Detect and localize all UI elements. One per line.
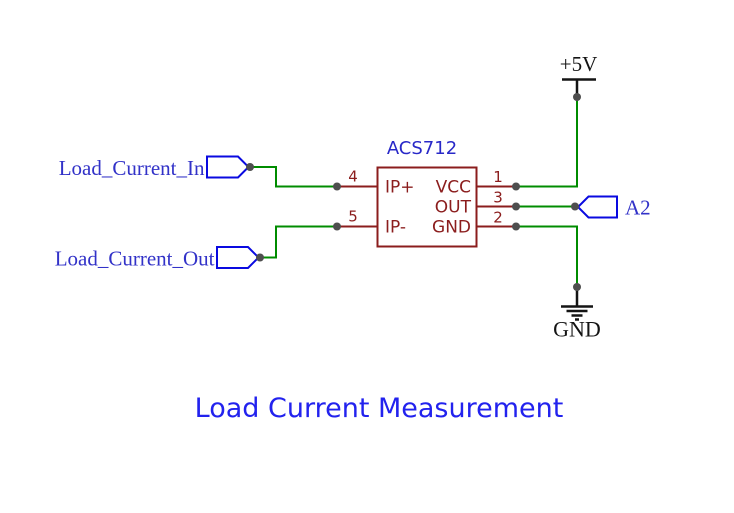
net-label-load-in-text[interactable]: Load_Current_In [59,156,205,180]
net-label-a2-shape[interactable] [576,195,618,219]
net-label-load-out-shape[interactable] [216,246,260,269]
pin-1-number: 1 [493,168,503,186]
net-label-a2-text[interactable]: A2 [625,196,651,220]
junction-dot [573,283,581,291]
pin-5-number: 5 [348,208,358,226]
net-label-load-current-in[interactable]: Load_Current_In [59,155,250,180]
wire-load-in-to-pin4[interactable] [250,166,337,188]
junction-dot [512,202,520,211]
junction-dot [333,182,341,191]
sheet-title[interactable]: Load Current Measurement [195,393,564,424]
junction-dot [573,93,581,101]
pin-4-number: 4 [348,168,358,186]
pin-ip-minus-name: IP- [385,218,406,238]
junction-dot [512,182,520,191]
wire-pin1-to-5v[interactable] [516,97,578,188]
net-label-load-out-text[interactable]: Load_Current_Out [55,247,215,271]
pin-ip-plus-name: IP+ [385,178,415,198]
junction-dots [246,93,581,291]
wire-load-out-to-pin5[interactable] [260,225,337,259]
junction-dot [246,163,254,171]
junction-dot [571,202,579,211]
wire-pin2-to-gnd[interactable] [516,225,578,288]
component-body[interactable] [376,166,478,248]
component-acs712[interactable]: ACS712 4 5 1 3 2 IP+ IP- VCC OUT GND [337,138,516,248]
junction-dot [512,222,520,231]
net-label-a2[interactable]: A2 [576,195,651,220]
net-label-load-in-shape[interactable] [206,155,250,179]
pin-gnd-name: GND [432,218,471,238]
pin-out-name: OUT [435,198,472,218]
power-5v-label[interactable]: +5V [560,52,598,76]
pin-2-number: 2 [493,209,503,227]
pin-vcc-name: VCC [436,178,471,198]
power-symbol-gnd[interactable]: GND [553,287,601,342]
pin-3-number: 3 [493,189,503,207]
wires [250,97,578,288]
net-label-load-current-out[interactable]: Load_Current_Out [55,246,260,271]
junction-dot [333,222,341,231]
power-gnd-label[interactable]: GND [553,317,601,342]
component-value-label[interactable]: ACS712 [387,138,457,159]
junction-dot [256,253,264,262]
power-symbol-5v[interactable]: +5V [560,52,598,96]
